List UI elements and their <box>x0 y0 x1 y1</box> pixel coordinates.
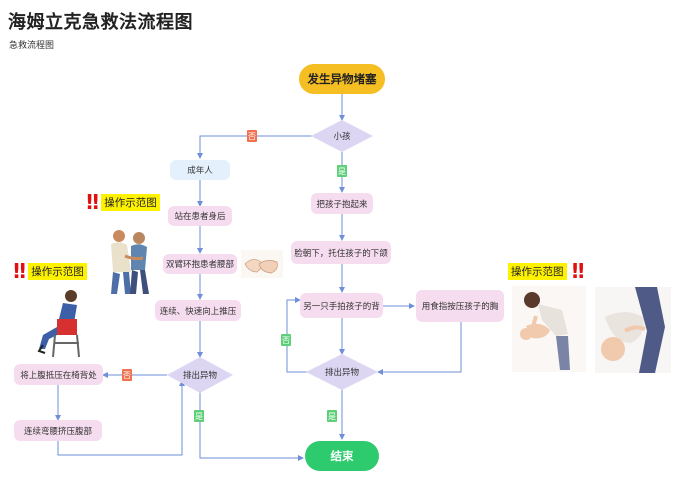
demo-label-text: 操作示范图 <box>28 262 87 280</box>
arrow-bend-to-expel <box>57 380 185 456</box>
yes-tag-child: 是 <box>337 165 347 177</box>
decision-expel-right[interactable]: 排出异物 <box>324 368 359 378</box>
decision-expel-right-shape <box>306 354 378 390</box>
yes-tag-right: 是 <box>327 410 337 422</box>
demo-label-adult: !! 操作示范图 <box>85 192 160 212</box>
demo-label-chair: !! 操作示范图 <box>12 261 87 281</box>
end-node[interactable]: 结束 <box>305 441 379 471</box>
decision-child-shape <box>311 120 373 152</box>
demo-label-child: 操作示范图 !! <box>508 259 586 283</box>
hold-child-node[interactable]: 把孩子抱起来 <box>311 193 373 214</box>
hug-waist-node[interactable]: 双臂环抱患者腰部 <box>163 254 237 274</box>
adult-node[interactable]: 成年人 <box>170 160 230 180</box>
chair-heimlich-illustration <box>37 290 80 358</box>
demo-label-text: 操作示范图 <box>101 193 160 211</box>
decision-child[interactable]: 小孩 <box>333 132 351 142</box>
infant-back-blow-illustration <box>512 286 586 372</box>
arrow-finger-to-expel <box>377 322 462 375</box>
bend-press-node[interactable]: 连续弯腰挤压腹部 <box>14 420 102 441</box>
exclamation-icon: !! <box>570 259 586 283</box>
demo-label-text: 操作示范图 <box>508 262 567 280</box>
exclamation-icon: !! <box>12 259 27 283</box>
chair-node[interactable]: 将上腹抵压在椅背处 <box>14 364 103 385</box>
pat-back-node[interactable]: 另一只手拍孩子的背 <box>300 293 383 318</box>
hands-fist-illustration <box>241 250 283 278</box>
arrow-child-no-to-adult <box>197 135 313 159</box>
yes-tag-left: 是 <box>194 410 204 422</box>
push-up-node[interactable]: 连续、快速向上推压 <box>155 300 241 321</box>
stand-behind-node[interactable]: 站在患者身后 <box>168 206 232 226</box>
face-down-node[interactable]: 脸朝下，托住孩子的下颌 <box>291 241 391 264</box>
exclamation-icon: !! <box>85 190 100 214</box>
no-tag-right: 否 <box>281 334 291 346</box>
finger-press-node[interactable]: 用食指按压孩子的胸 <box>416 290 504 322</box>
no-tag-left: 否 <box>122 369 132 381</box>
no-tag-child: 否 <box>247 130 257 142</box>
infant-chest-thrust-illustration <box>595 287 671 373</box>
page-title: 海姆立克急救法流程图 <box>8 12 193 33</box>
decision-expel-left[interactable]: 排出异物 <box>182 371 217 381</box>
page-subtitle: 急救流程图 <box>9 41 55 51</box>
decision-expel-left-shape <box>167 357 233 393</box>
adult-heimlich-illustration <box>111 230 149 294</box>
arrow-expel-yes-to-end <box>199 392 304 461</box>
start-node[interactable]: 发生异物堵塞 <box>299 64 385 94</box>
